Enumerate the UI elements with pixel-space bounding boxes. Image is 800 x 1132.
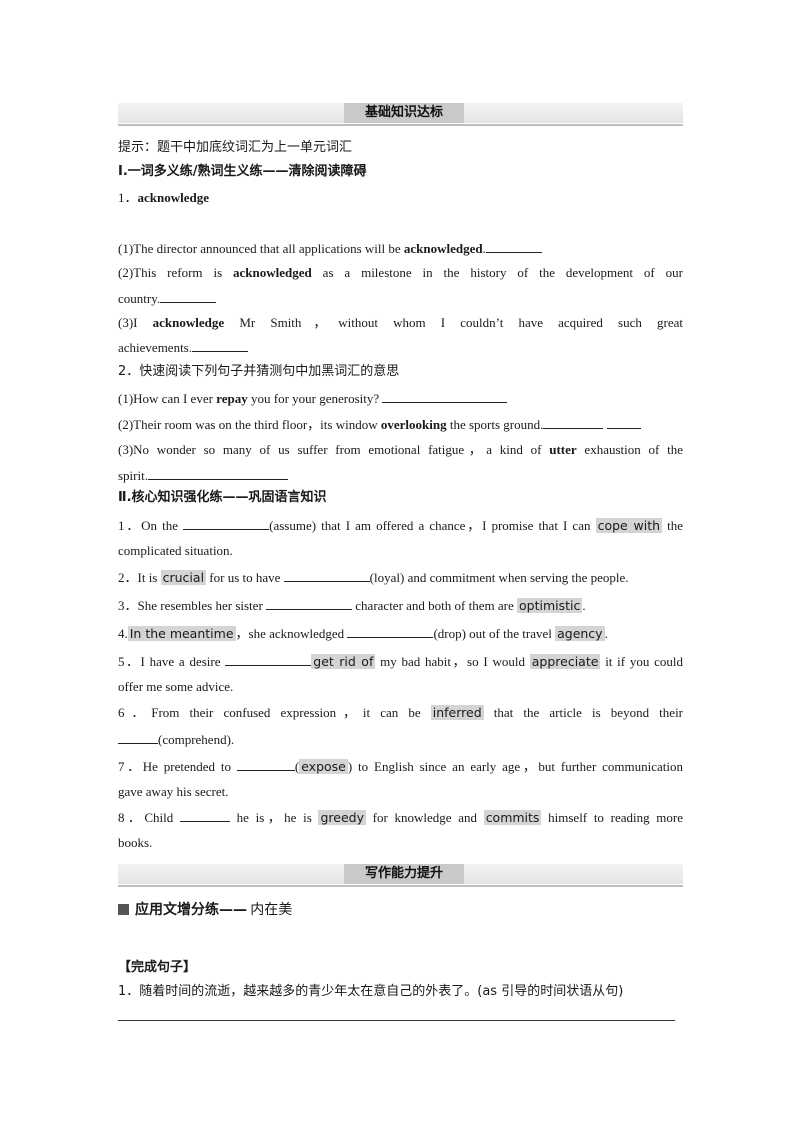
- answer-blank[interactable]: [147, 465, 288, 480]
- q2-sentence-3: (3)No wonder so many of us suffer from e…: [118, 442, 683, 457]
- answer-blank[interactable]: [118, 729, 158, 744]
- answer-blank[interactable]: [382, 388, 508, 403]
- q1-sentence-3-cont: achievements.: [118, 337, 683, 358]
- q2-sentence-2: (2)Their room was on the third floor，its…: [118, 414, 683, 435]
- answer-blank[interactable]: [347, 623, 434, 638]
- writing-q1: 1．随着时间的流逝，越来越多的青少年太在意自己的外表了。(as 引导的时间状语从…: [118, 984, 624, 999]
- highlight-phrase: get rid of: [311, 654, 376, 669]
- answer-blank[interactable]: [283, 567, 370, 582]
- item-5: 5．I have a desire get rid of my bad habi…: [118, 651, 683, 672]
- section-title: 基础知识达标: [344, 103, 464, 123]
- item-6: 6．From their confused expression，it can …: [118, 705, 684, 720]
- answer-line[interactable]: [118, 1020, 675, 1021]
- item-1: 1．On the (assume) that I am offered a ch…: [118, 515, 683, 536]
- item-7: 7．He pretended to (expose) to English si…: [118, 756, 683, 777]
- highlight-phrase: appreciate: [529, 654, 601, 669]
- answer-blank[interactable]: [606, 414, 641, 429]
- answer-blank[interactable]: [183, 515, 270, 530]
- item-7-cont: gave away his secret.: [118, 784, 229, 799]
- item-2: 2．It is crucial for us to have (loyal) a…: [118, 567, 683, 588]
- answer-blank[interactable]: [543, 414, 604, 429]
- q2-sentence-3-cont: spirit.: [118, 465, 683, 486]
- section-title: 写作能力提升: [344, 864, 464, 884]
- q1-word: acknowledge: [137, 190, 210, 205]
- highlight-phrase: greedy: [318, 810, 366, 825]
- item-5-cont: offer me some advice.: [118, 679, 234, 694]
- q1-sentence-2: (2)This reform is acknowledged as a mile…: [118, 265, 683, 280]
- highlight-phrase: agency: [555, 626, 605, 641]
- answer-blank[interactable]: [192, 337, 248, 352]
- item-3: 3．She resembles her sister character and…: [118, 595, 683, 616]
- highlight-phrase: commits: [483, 810, 542, 825]
- highlight-phrase: optimistic: [516, 598, 583, 613]
- highlight-phrase: inferred: [430, 705, 484, 720]
- answer-blank[interactable]: [485, 238, 542, 253]
- highlight-phrase: In the meantime: [127, 626, 236, 641]
- answer-blank[interactable]: [266, 595, 353, 610]
- answer-blank[interactable]: [236, 756, 295, 771]
- hint-text: 提示：题干中加底纹词汇为上一单元词汇: [118, 140, 353, 155]
- q1-sentence-1: (1)The director announced that all appli…: [118, 238, 683, 259]
- section-header-basic: 基础知识达标: [118, 103, 683, 126]
- answer-blank[interactable]: [179, 807, 230, 822]
- item-1-cont: complicated situation.: [118, 543, 233, 558]
- complete-sentence-tag: 【完成句子】: [118, 960, 197, 975]
- writing-subheading: 应用文增分练—— 内在美: [118, 900, 683, 921]
- square-bullet-icon: [118, 904, 129, 915]
- item-4: 4.In the meantime，she acknowledged (drop…: [118, 623, 683, 644]
- part1-heading: Ⅰ.一词多义练/熟词生义练——清除阅读障碍: [118, 164, 367, 179]
- highlight-phrase: crucial: [160, 570, 207, 585]
- item-8-cont: books.: [118, 835, 153, 850]
- q1-title: 1．acknowledge: [118, 190, 210, 205]
- answer-blank[interactable]: [160, 288, 217, 303]
- q2-sentence-1: (1)How can I ever repay you for your gen…: [118, 388, 683, 409]
- answer-blank[interactable]: [225, 651, 312, 666]
- section-header-writing: 写作能力提升: [118, 864, 683, 887]
- q1-sentence-3: (3)I acknowledge Mr Smith，without whom I…: [118, 315, 684, 330]
- highlight-phrase: expose: [299, 759, 348, 774]
- part2-heading: Ⅱ.核心知识强化练——巩固语言知识: [118, 490, 327, 505]
- q1-sentence-2-cont: country.: [118, 288, 683, 309]
- item-8: 8．Child he is，he is greedy for knowledge…: [118, 807, 683, 828]
- highlight-phrase: cope with: [595, 518, 663, 533]
- q2-title: 2．快速阅读下列句子并猜测句中加黑词汇的意思: [118, 364, 400, 379]
- item-6-cont: (comprehend).: [118, 729, 683, 750]
